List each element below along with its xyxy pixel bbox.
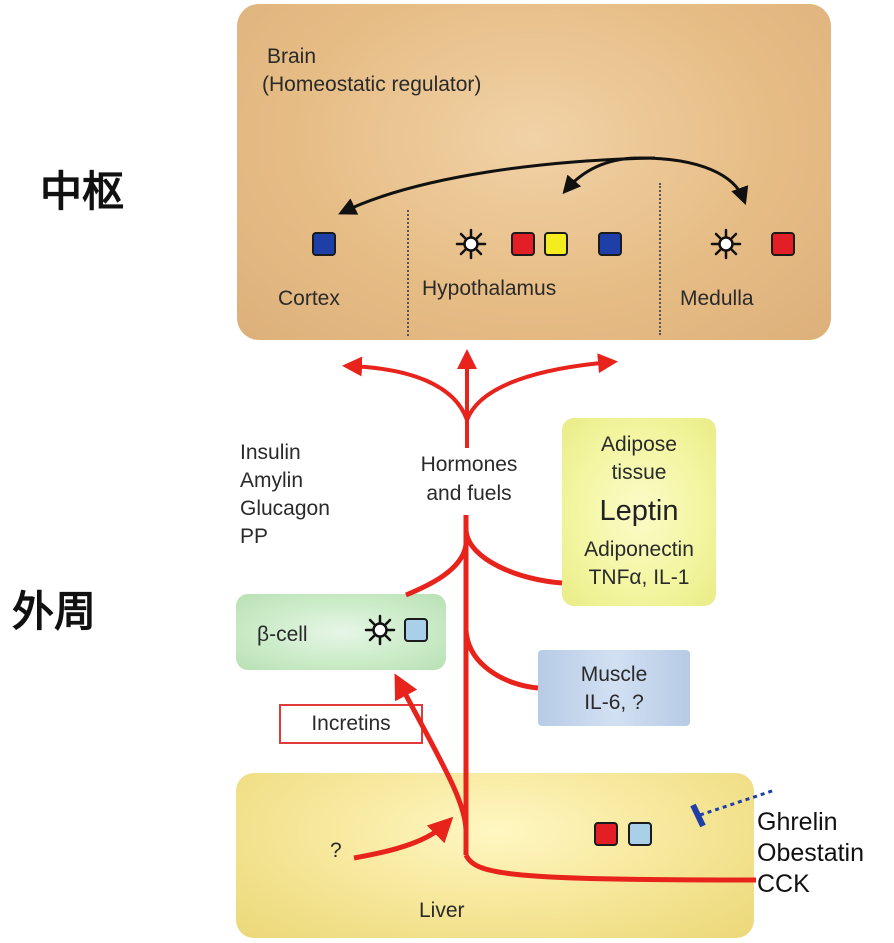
pancreatic-hormone-3: Glucagon (240, 497, 330, 520)
region-hypothalamus: Hypothalamus (422, 277, 557, 300)
muscle-panel (538, 650, 690, 726)
hypothalamus-sun-icon (455, 228, 487, 260)
beta-cell-label: β-cell (257, 623, 308, 646)
hormones-line1: Hormones (420, 453, 518, 476)
adipose-leptin: Leptin (599, 495, 679, 527)
region-cortex: Cortex (278, 287, 340, 310)
divider-cortex-hypothalamus (407, 210, 409, 336)
brain-subtitle: (Homeostatic regulator) (262, 73, 482, 96)
peripheral-label: 外周 (12, 587, 97, 636)
incretins-box: Incretins (279, 704, 423, 744)
brain-panel (237, 4, 831, 340)
beta-cell-lightblue-marker (404, 618, 428, 642)
muscle-line1: Muscle (580, 663, 648, 686)
adipose-panel (562, 418, 716, 606)
central-label: 中枢 (40, 167, 125, 216)
hypothalamus-red-marker (511, 232, 535, 256)
adipose-others: TNFα, IL-1 (588, 566, 690, 589)
region-medulla: Medulla (680, 287, 754, 310)
muscle-line2: IL-6, ? (584, 691, 644, 714)
medulla-red-marker (771, 232, 795, 256)
liver-panel (236, 773, 754, 938)
liver-red-marker (594, 822, 618, 846)
liver-label: Liver (419, 899, 465, 922)
adipose-adiponectin: Adiponectin (584, 538, 694, 561)
gut-hormone-3: CCK (757, 870, 810, 898)
brain-title: Brain (267, 45, 317, 68)
liver-unknown-input: ? (330, 839, 342, 862)
adipose-line2: tissue (611, 461, 667, 484)
circulation-trunk (353, 515, 757, 883)
cortex-blue-marker (312, 232, 336, 256)
hormones-line2: and fuels (426, 482, 512, 505)
hypothalamus-blue-marker (598, 232, 622, 256)
brain-signal-arrows (338, 156, 749, 215)
hypothalamus-yellow-marker (544, 232, 568, 256)
pancreatic-hormone-4: PP (240, 525, 269, 548)
divider-hypothalamus-medulla (659, 183, 661, 335)
liver-lightblue-marker (628, 822, 652, 846)
gut-hormone-1: Ghrelin (757, 808, 838, 836)
pancreatic-hormone-1: Insulin (240, 441, 301, 464)
gut-hormone-2: Obestatin (757, 839, 865, 867)
adipose-line1: Adipose (601, 433, 677, 456)
gut-hormones-list: Ghrelin Obestatin CCK (757, 807, 864, 900)
hormone-flow-arrows (342, 349, 618, 448)
beta-cell-sun-icon (364, 614, 396, 646)
medulla-sun-icon (710, 228, 742, 260)
inhibition-line (690, 788, 776, 828)
pancreatic-hormone-2: Amylin (240, 469, 304, 492)
